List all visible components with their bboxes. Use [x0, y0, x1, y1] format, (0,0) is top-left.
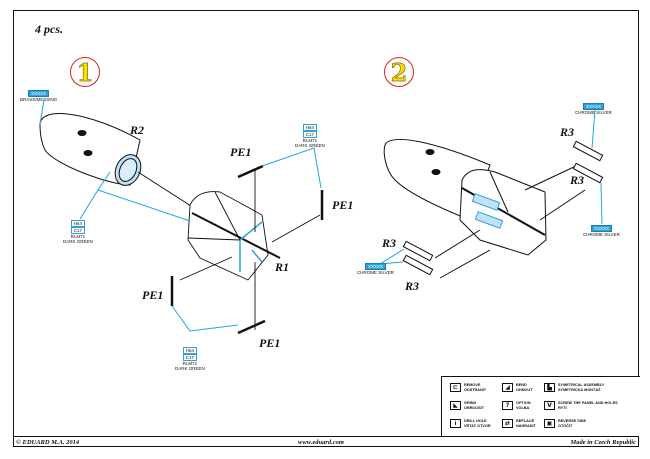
paint-name: DARK GREEN: [63, 239, 93, 244]
legend-text-cz: SYMETRICKÁ MONTÁŽ: [558, 387, 601, 392]
legend-text-en: SYMETRICAL ASSEMBLY: [558, 383, 605, 388]
paint-code-top: H64: [70, 220, 86, 227]
tail-fin-step1: [179, 170, 321, 330]
legend-text-en: SCREW THE PANEL AND HOLES: [558, 401, 618, 406]
legend-text-cz: VRTAT OTVOR: [464, 423, 491, 428]
paint-name: DARK GREEN: [295, 143, 325, 148]
step-1-digit: 1: [76, 57, 94, 87]
paint-callout-chrome-silver-3: XXXXX CHROME SILVER: [357, 263, 394, 275]
quantity-label: 4 pcs.: [35, 22, 63, 36]
paint-name: CHROME SILVER: [575, 110, 612, 115]
legend-text-cz: ODSTRANIT: [464, 387, 487, 392]
legend-text-cz: OHNOUT: [516, 387, 533, 392]
part-label-r3-d: R3: [405, 279, 420, 293]
paint-code-top: H64: [182, 347, 198, 354]
paint-name: CHROME SILVER: [357, 270, 394, 275]
legend-text-cz: NAHRADIT: [516, 423, 536, 428]
paint-callout-brass: XXXXX BRASS/MESSING: [20, 90, 57, 102]
pe1-strips: [170, 164, 324, 335]
grind-icon: ◣: [450, 401, 461, 410]
legend-text-cz: VOLBA: [516, 405, 530, 410]
legend-text-en: REVERSE SIDE: [558, 419, 587, 424]
step-2-digit: 2: [390, 57, 408, 87]
paint-code: XXXXX: [28, 90, 50, 97]
option-icon: ?: [502, 401, 513, 410]
paint-code: XXXXX: [364, 263, 386, 270]
legend-text-cz: OBROUSIT: [464, 405, 485, 410]
step-number-2: 2: [384, 57, 414, 87]
legend-text-en: REPLACE: [516, 419, 535, 424]
replace-icon: ⇄: [502, 419, 513, 428]
paint-code-bottom: C17: [182, 354, 198, 361]
paint-name: DARK GREEN: [175, 366, 205, 371]
paint-callout-chrome-silver-2: XXXXX CHROME SILVER: [583, 225, 620, 237]
footer-bar: © EDUARD M.A. 2014 www.eduard.com Made i…: [13, 436, 639, 448]
part-label-r3-c: R3: [382, 236, 397, 250]
screw-icon: V: [544, 401, 555, 410]
legend-text-en: GRIND: [464, 401, 477, 406]
part-label-r1: R1: [275, 260, 290, 274]
part-label-pe1-right: PE1: [332, 198, 354, 212]
legend-text-en: REMOVE: [464, 383, 481, 388]
paint-sub: RLM71: [182, 361, 198, 366]
paint-sub: RLM71: [302, 138, 318, 143]
paint-code-top: H64: [302, 124, 318, 131]
legend-text-en: DRILL HOLE: [464, 419, 487, 424]
drill-icon: ⁞: [450, 419, 461, 428]
paint-code-bottom: C17: [70, 227, 86, 234]
bend-icon: ◢: [502, 383, 513, 392]
paint-code-bottom: C17: [302, 131, 318, 138]
callout-leaders-step1: [39, 99, 322, 332]
legend-text-cz: OTOČIT: [558, 423, 573, 428]
part-label-r3-b: R3: [570, 173, 585, 187]
reverse-side-icon: ▣: [544, 419, 555, 428]
paint-name: CHROME SILVER: [583, 232, 620, 237]
bomb-body-step1: [39, 113, 206, 216]
part-label-pe1-top: PE1: [230, 145, 252, 159]
legend-text-en: BEND: [516, 383, 527, 388]
paint-code: XXXXX: [582, 103, 604, 110]
part-label-r2: R2: [130, 123, 145, 137]
part-label-pe1-left: PE1: [142, 288, 164, 302]
website: www.eduard.com: [298, 439, 344, 446]
remove-icon: ⊏: [450, 383, 461, 392]
paint-callout-chrome-silver-1: XXXXX CHROME SILVER: [575, 103, 612, 115]
copyright: © EDUARD M.A. 2014: [16, 439, 80, 446]
made-in: Made in Czech Republic: [570, 439, 636, 446]
r3-pins: [402, 140, 604, 276]
paint-name: BRASS/MESSING: [20, 97, 58, 102]
step-number-1: 1: [70, 57, 100, 87]
instruction-sheet: [13, 10, 639, 447]
legend-text-cz: RYTÍ: [558, 405, 567, 410]
paint-code: XXXXX: [590, 225, 612, 232]
part-label-pe1-bottom: PE1: [259, 336, 281, 350]
legend-text-en: OPTION: [516, 401, 531, 406]
symmetrical-icon: ▙: [544, 383, 555, 392]
bomb-body-step2: [383, 138, 586, 279]
part-label-r3-a: R3: [560, 125, 575, 139]
paint-sub: RLM71: [70, 234, 86, 239]
